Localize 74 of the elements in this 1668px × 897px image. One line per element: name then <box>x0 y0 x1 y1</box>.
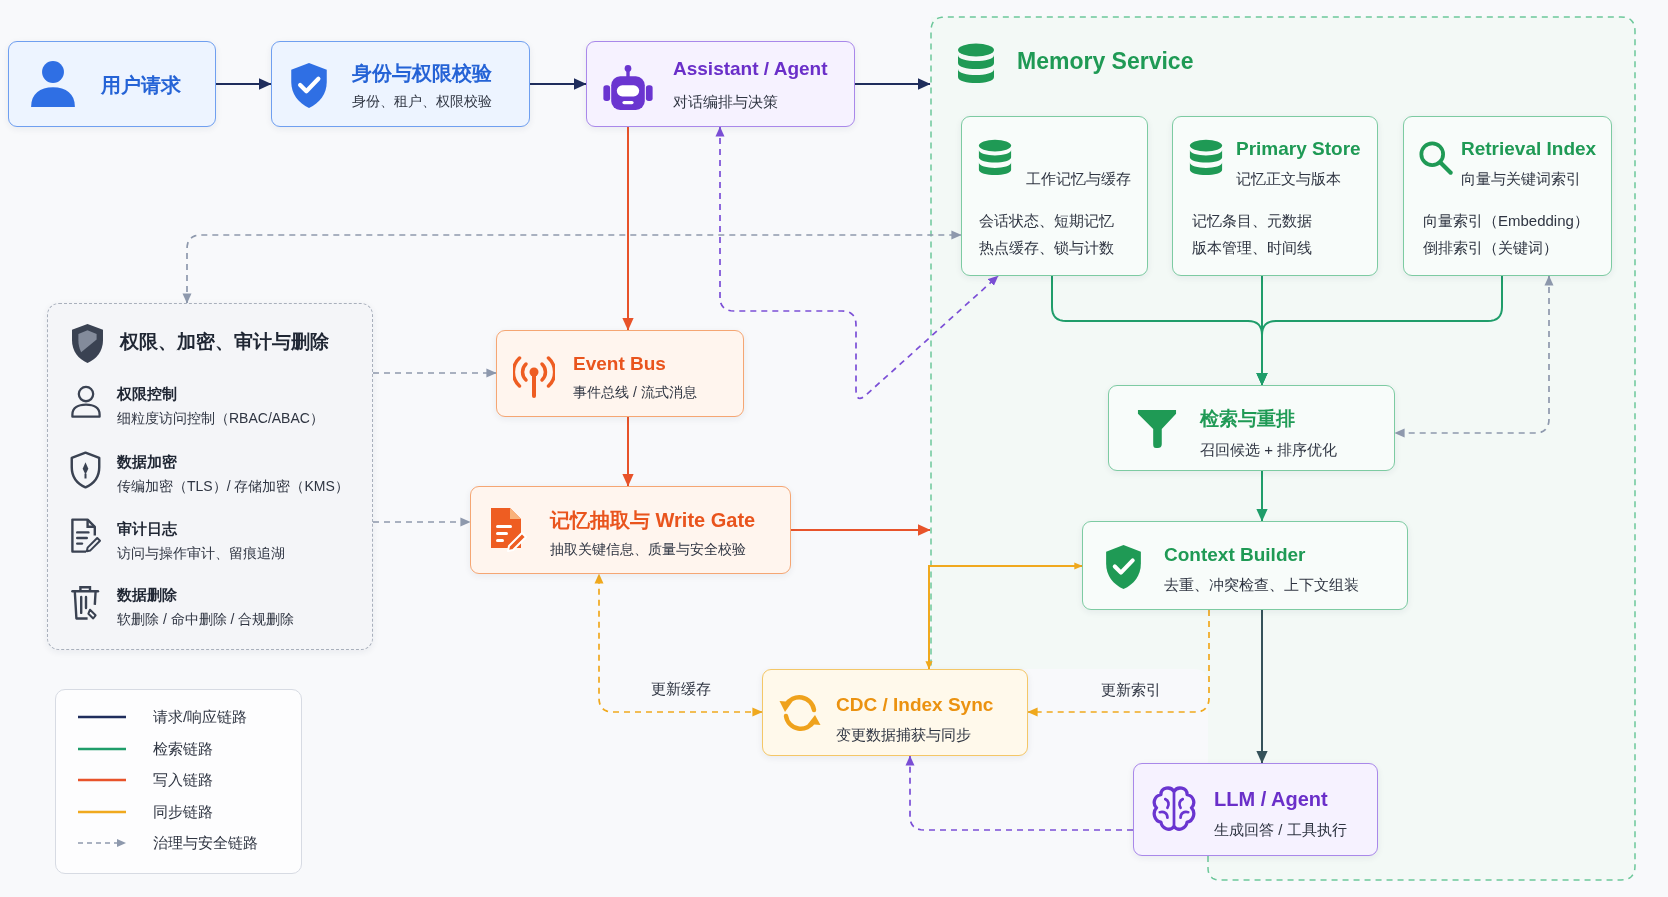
node-subtitle: 工作记忆与缓存 <box>1026 169 1131 189</box>
process-box <box>271 41 530 127</box>
item-title: 数据加密 <box>117 452 177 472</box>
process-box <box>1108 385 1395 471</box>
arrow <box>529 78 587 90</box>
node-subtitle: 抽取关键信息、质量与安全校验 <box>550 541 746 559</box>
node-title: Context Builder <box>1164 543 1306 567</box>
dashed-arrow <box>715 126 999 400</box>
arrow <box>854 78 931 90</box>
legend-label: 同步链路 <box>153 802 213 822</box>
process-box <box>470 486 791 574</box>
legend-label: 请求/响应链路 <box>153 707 248 727</box>
node-title: Primary Store <box>1236 137 1361 161</box>
node-title: 用户请求 <box>101 72 181 98</box>
arrow <box>925 562 1083 670</box>
item-title: 审计日志 <box>117 519 177 539</box>
node-subtitle: 召回候选 + 排序优化 <box>1200 440 1338 460</box>
arrow <box>790 524 931 536</box>
node-title: Event Bus <box>573 352 666 376</box>
item-description: 细粒度访问控制（RBAC/ABAC） <box>117 410 324 428</box>
dashed-arrow <box>1394 275 1554 438</box>
node-subtitle: 对话编排与决策 <box>673 92 778 112</box>
node-title: Assistant / Agent <box>673 57 828 81</box>
node-subtitle: 事件总线 / 流式消息 <box>573 384 697 402</box>
legend-label: 检索链路 <box>153 739 213 759</box>
node-detail: 会话状态、短期记忆 <box>979 211 1114 231</box>
node-title: CDC / Index Sync <box>836 693 994 717</box>
item-description: 访问与操作审计、留痕追湖 <box>117 545 285 563</box>
node-title: 身份与权限校验 <box>352 60 492 86</box>
panel-title: 权限、加密、审计与删除 <box>120 330 329 354</box>
process-box <box>8 41 216 127</box>
dashed-arrow <box>182 230 962 304</box>
storage-box <box>961 116 1148 276</box>
node-subtitle: 生成回答 / 工具执行 <box>1214 820 1347 840</box>
node-subtitle: 向量与关键词索引 <box>1461 169 1581 189</box>
node-detail: 向量索引（Embedding） <box>1423 211 1589 231</box>
dashed-arrow <box>372 368 497 378</box>
legend-label: 写入链路 <box>153 770 213 790</box>
node-detail: 版本管理、时间线 <box>1192 238 1312 258</box>
arrow <box>622 416 634 487</box>
arrow <box>1256 609 1268 764</box>
node-subtitle: 变更数据捕获与同步 <box>836 725 971 745</box>
arrow <box>1256 275 1503 386</box>
node-detail: 记忆条目、元数据 <box>1192 211 1312 231</box>
dashed-arrow <box>372 517 471 527</box>
node-subtitle: 记忆正文与版本 <box>1236 169 1341 189</box>
item-description: 传编加密（TLS）/ 存储加密（KMS） <box>117 478 349 496</box>
governance-panel <box>47 303 373 650</box>
arrow <box>215 78 272 90</box>
process-box <box>586 41 855 127</box>
arrow <box>622 126 634 331</box>
item-description: 软删除 / 命中删除 / 合规删除 <box>117 611 295 629</box>
node-detail: 倒排索引（关键词） <box>1423 238 1558 258</box>
process-box <box>1133 763 1378 856</box>
item-title: 权限控制 <box>117 384 177 404</box>
legend-label: 治理与安全链路 <box>153 833 258 853</box>
node-title: 记忆抽取与 Write Gate <box>550 507 756 533</box>
process-box <box>1082 521 1408 610</box>
dashed-arrow <box>594 573 763 717</box>
node-title: Retrieval Index <box>1461 137 1597 161</box>
arrow <box>1256 470 1268 522</box>
node-detail: 热点缓存、锁与计数 <box>979 238 1114 258</box>
storage-box <box>1172 116 1378 276</box>
process-box <box>762 669 1028 756</box>
container-title: Memory Service <box>1017 46 1194 76</box>
process-box <box>496 330 744 417</box>
node-subtitle: 身份、租户、权限校验 <box>352 93 492 111</box>
node-subtitle: 去重、冲突检查、上下文组装 <box>1164 575 1359 595</box>
node-title: 检索与重排 <box>1200 407 1295 431</box>
dashed-arrow <box>1027 609 1210 717</box>
dashed-arrow <box>905 755 1134 831</box>
node-title: LLM / Agent <box>1214 786 1328 812</box>
item-title: 数据删除 <box>117 585 177 605</box>
index-box <box>1403 116 1612 276</box>
